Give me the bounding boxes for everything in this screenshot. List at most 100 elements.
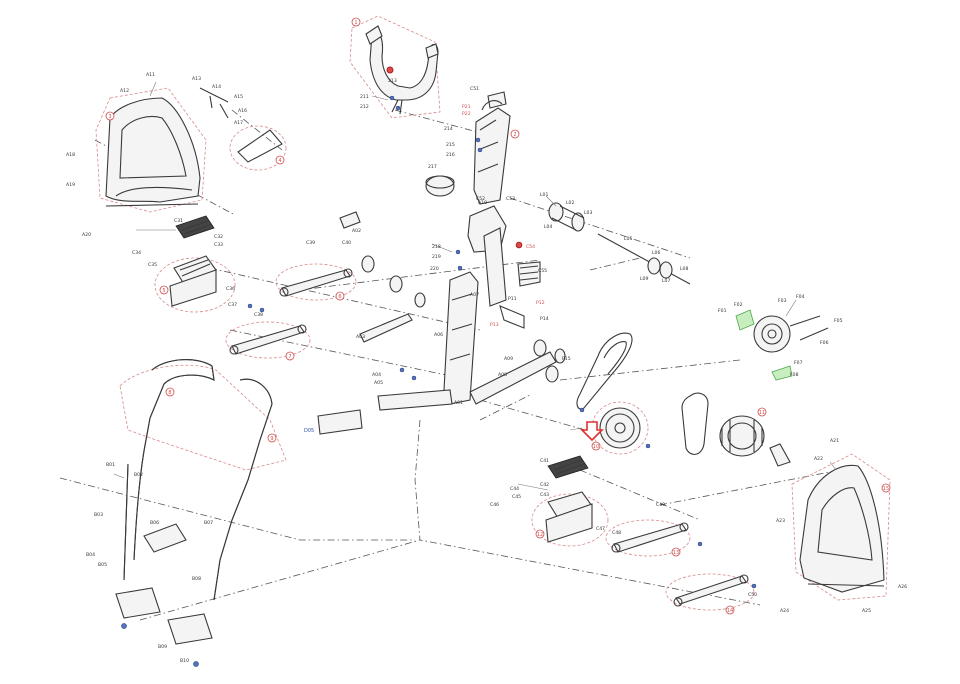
part-label: P14: [540, 316, 549, 322]
svg-text:9: 9: [270, 436, 273, 442]
part-label: C48: [612, 530, 621, 536]
part-label: 214: [444, 126, 453, 132]
part-label: B09: [158, 644, 167, 650]
part-label: L03: [584, 210, 592, 216]
part-label: P15: [562, 356, 571, 362]
part-label: C34: [132, 250, 141, 256]
part-label: C40: [342, 240, 351, 246]
part-label: C47: [596, 526, 605, 532]
part-label: L04: [544, 224, 552, 230]
part-label: L08: [680, 266, 688, 272]
part-label: C53: [506, 196, 515, 202]
part-label: B10: [180, 658, 189, 664]
svg-text:11: 11: [759, 410, 765, 416]
part-label: F07: [794, 360, 803, 366]
svg-text:10: 10: [593, 444, 599, 450]
callout-marker: 4: [275, 155, 285, 165]
callout-marker: 3: [105, 111, 115, 121]
part-label: 212: [360, 104, 369, 110]
part-label: L09: [640, 276, 648, 282]
right-shroud: [95, 87, 207, 213]
part-label: C51: [470, 86, 479, 92]
part-label: C43: [540, 492, 549, 498]
part-label: L05: [624, 236, 632, 242]
part-label: 220: [430, 266, 439, 272]
assembly-guide-lines: [59, 109, 841, 621]
crank-shaft: [548, 202, 691, 285]
part-label: A13: [192, 76, 201, 82]
part-label: B04: [86, 552, 95, 558]
part-label: A24: [780, 608, 789, 614]
part-label: A23: [776, 518, 785, 524]
part-label: C31: [174, 218, 183, 224]
part-label: A02: [352, 228, 361, 234]
part-label: 216: [446, 152, 455, 158]
part-label: C32: [214, 234, 223, 240]
part-label: 211: [360, 94, 369, 100]
frame-bearings: [361, 255, 566, 383]
part-label: B05: [98, 562, 107, 568]
part-label: A16: [238, 108, 247, 114]
svg-text:12: 12: [537, 532, 543, 538]
part-label: B01: [106, 462, 115, 468]
part-label: C55: [538, 268, 547, 274]
callout-marker: 8: [165, 387, 175, 397]
left-pedal-assembly: [154, 215, 236, 313]
part-label: C42: [540, 482, 549, 488]
part-label: A15: [234, 94, 243, 100]
part-label: B08: [192, 576, 201, 582]
part-label: C41: [540, 458, 549, 464]
drive-pulley-belt: [576, 332, 709, 455]
part-label: A08: [498, 372, 507, 378]
svg-text:5: 5: [162, 288, 165, 294]
flywheel: [719, 415, 791, 467]
callout-marker: 6: [335, 291, 345, 301]
svg-text:3: 3: [108, 114, 111, 120]
svg-text:7: 7: [288, 354, 291, 360]
part-label: C52: [476, 196, 485, 202]
part-label: F02: [734, 302, 743, 308]
part-label: C46: [490, 502, 499, 508]
part-label: F08: [790, 372, 799, 378]
part-label: A22: [814, 456, 823, 462]
part-label: B03: [94, 512, 103, 518]
svg-text:15: 15: [883, 486, 889, 492]
part-label: C36: [226, 286, 235, 292]
part-label: C54: [526, 244, 535, 250]
callout-marker: 13: [671, 547, 681, 557]
part-label: A14: [212, 84, 221, 90]
part-code-label: D05: [304, 428, 314, 434]
part-label: B02: [134, 472, 143, 478]
part-label: A25: [862, 608, 871, 614]
left-shroud: [791, 453, 891, 601]
part-label: C33: [214, 242, 223, 248]
part-label: A26: [898, 584, 907, 590]
callout-marker: 9: [267, 433, 277, 443]
part-label: C50: [748, 592, 757, 598]
part-label: A17: [234, 120, 243, 126]
svg-text:14: 14: [727, 608, 733, 614]
label-leaders: [113, 81, 837, 491]
part-label: A20: [82, 232, 91, 238]
part-label: A06: [434, 332, 443, 338]
part-label: A12: [120, 88, 129, 94]
part-label: P21: [462, 104, 471, 110]
part-label: L02: [566, 200, 574, 206]
part-label: C44: [510, 486, 519, 492]
part-label: P12: [536, 300, 545, 306]
callout-marker: 2: [510, 129, 520, 139]
part-labels: 211 212 213 214 215 216 217 218 219 220 …: [66, 72, 907, 664]
part-label: C45: [512, 494, 521, 500]
upper-bracket-group: [199, 87, 287, 171]
svg-text:8: 8: [168, 390, 171, 396]
part-label: P13: [490, 322, 499, 328]
svg-text:6: 6: [338, 294, 341, 300]
part-label: A07: [470, 292, 479, 298]
part-label: A19: [66, 182, 75, 188]
right-pedal-assembly: [531, 455, 609, 547]
svg-text:4: 4: [278, 158, 281, 164]
part-label: C49: [656, 502, 665, 508]
svg-text:2: 2: [513, 132, 516, 138]
callout-marker: 11: [757, 407, 767, 417]
